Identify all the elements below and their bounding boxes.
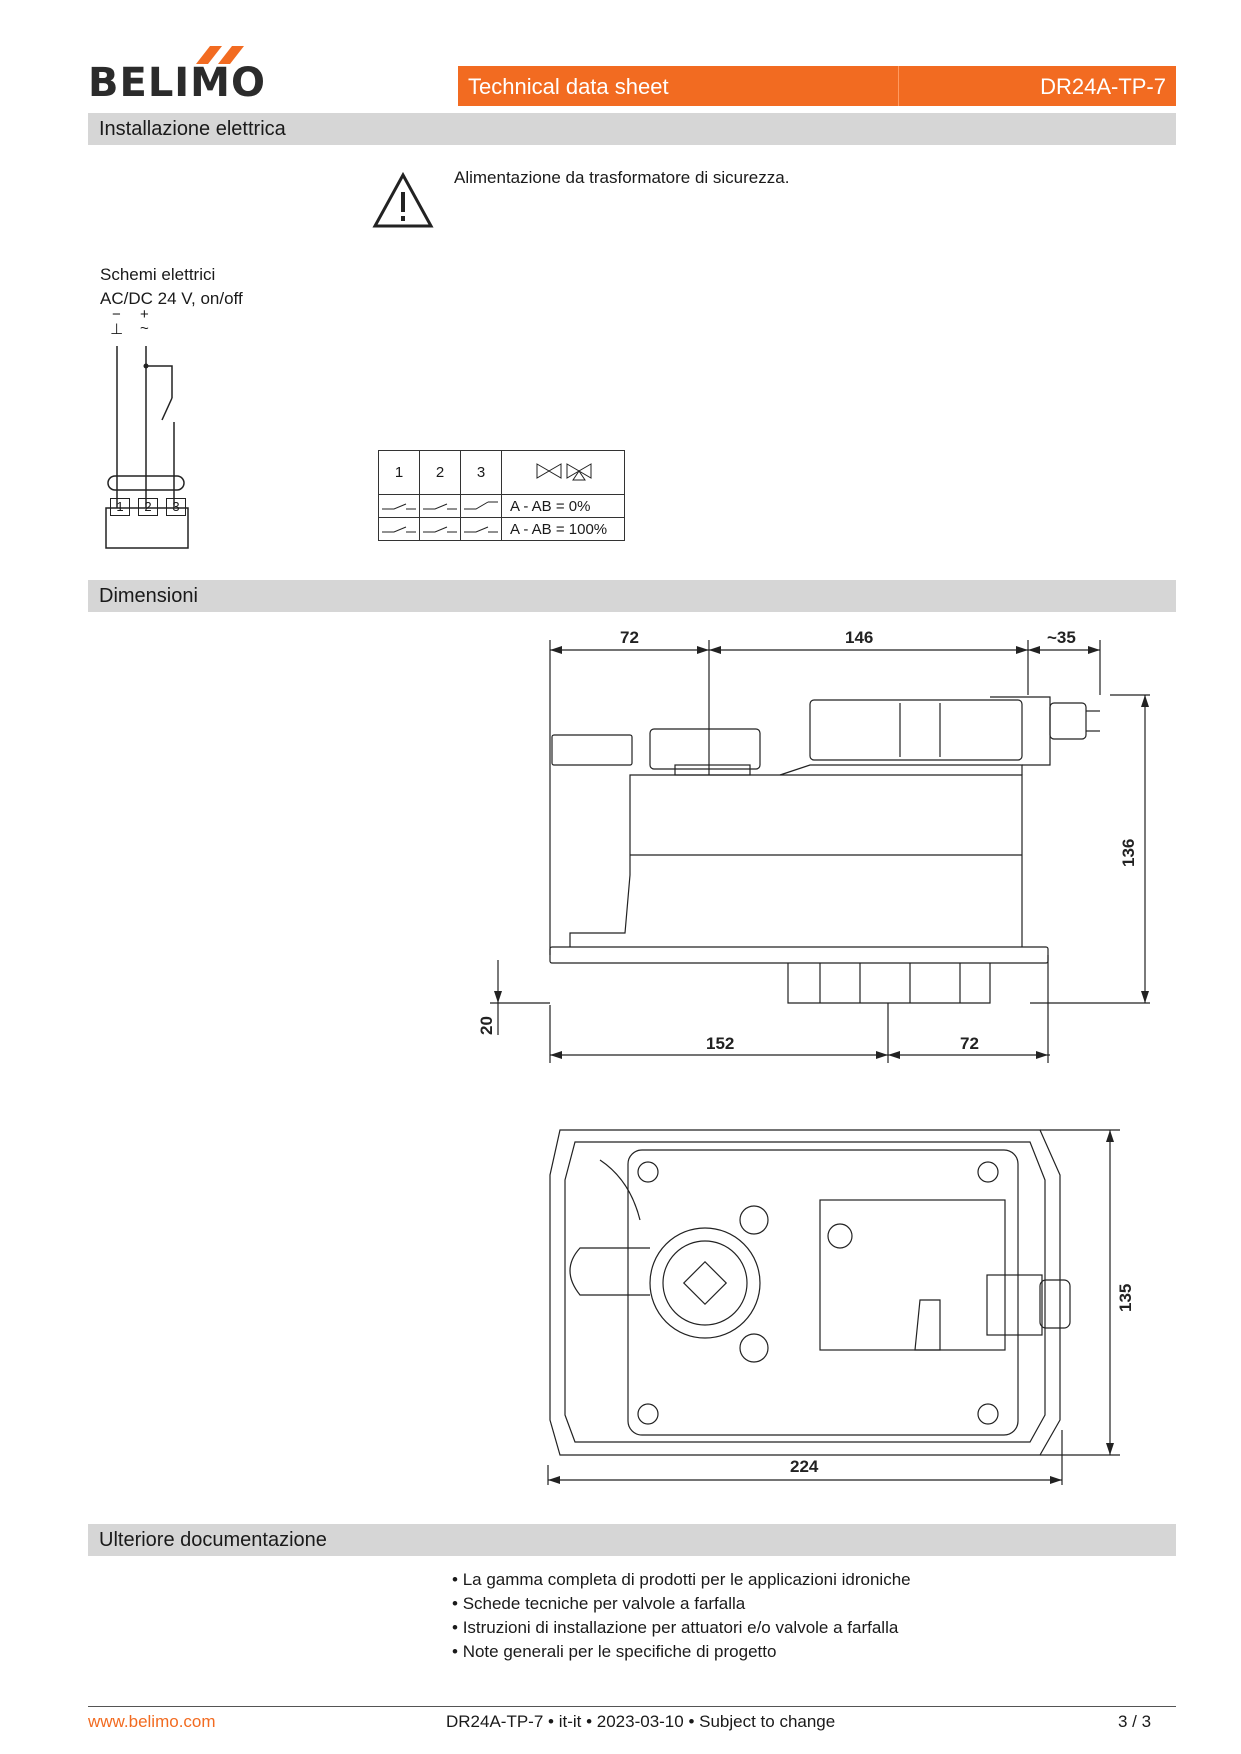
table-row: A - AB = 0% bbox=[378, 494, 625, 518]
terminal-2: 2 bbox=[138, 498, 158, 516]
model-number: DR24A-TP-7 bbox=[1040, 74, 1166, 99]
terminal-block: 1 2 3 bbox=[110, 498, 186, 516]
page-number: 3 / 3 bbox=[1118, 1712, 1152, 1731]
table-cell: A - AB = 100% bbox=[501, 517, 625, 541]
warning-text: Alimentazione da trasformatore di sicure… bbox=[454, 168, 790, 187]
document-title: Technical data sheet bbox=[468, 74, 669, 99]
title-separator bbox=[898, 66, 899, 106]
website-link[interactable]: www.belimo.com bbox=[88, 1712, 216, 1731]
list-item: La gamma completa di prodotti per le app… bbox=[452, 1568, 911, 1592]
switch-open-icon bbox=[378, 494, 420, 518]
terminal-minus: − bbox=[112, 306, 121, 323]
table-row: A - AB = 100% bbox=[378, 517, 625, 541]
footer-divider bbox=[88, 1706, 1176, 1707]
switch-open-icon bbox=[419, 494, 461, 518]
section-title: Dimensioni bbox=[99, 585, 198, 607]
table-cell: A - AB = 0% bbox=[501, 494, 625, 518]
footer-doc-info: DR24A-TP-7 • it-it • 2023-03-10 • Subjec… bbox=[446, 1712, 836, 1731]
table-header: 1 bbox=[378, 450, 420, 495]
terminal-1: 1 bbox=[110, 498, 130, 516]
dim-label: 224 bbox=[790, 1457, 819, 1476]
documentation-list: La gamma completa di prodotti per le app… bbox=[452, 1568, 911, 1664]
logo bbox=[88, 46, 248, 110]
side-view-drawing: 72 146 ~35 136 20 152 72 bbox=[477, 628, 1150, 1063]
switching-table: 1 2 3 A - AB = 0% A - AB = 100% bbox=[378, 450, 625, 541]
valve-symbol-icon bbox=[501, 450, 625, 495]
logo-text: BELIMO bbox=[88, 60, 266, 106]
list-item: Istruzioni di installazione per attuator… bbox=[452, 1616, 911, 1640]
logo-mark-icon bbox=[196, 46, 244, 64]
switch-open-icon bbox=[460, 517, 502, 541]
terminal-ground: ⊥ bbox=[110, 321, 124, 338]
dim-label: 146 bbox=[845, 628, 873, 647]
dim-label: 72 bbox=[620, 628, 639, 647]
terminal-tilde: ~ bbox=[140, 320, 149, 337]
title-bar: Technical data sheet DR24A-TP-7 bbox=[458, 66, 1176, 106]
wiring-title: Schemi elettrici bbox=[100, 265, 216, 284]
terminal-3: 3 bbox=[166, 498, 186, 516]
dim-label: 136 bbox=[1119, 839, 1138, 867]
warning-icon bbox=[372, 172, 434, 228]
section-title: Installazione elettrica bbox=[99, 118, 286, 140]
wiring-subtitle: AC/DC 24 V, on/off bbox=[100, 289, 243, 308]
switch-open-icon bbox=[378, 517, 420, 541]
switch-open-icon bbox=[419, 517, 461, 541]
dim-label: 72 bbox=[960, 1034, 979, 1053]
list-item: Note generali per le specifiche di proge… bbox=[452, 1640, 911, 1664]
terminal-plus: + bbox=[140, 306, 149, 323]
wiring-diagram: − ⊥ + ~ 1 2 3 bbox=[100, 306, 200, 549]
dim-label: 135 bbox=[1116, 1284, 1135, 1312]
table-header: 2 bbox=[419, 450, 461, 495]
top-view-drawing: 135 224 bbox=[547, 1129, 1135, 1485]
dim-label: 152 bbox=[706, 1034, 734, 1053]
section-dimensions: Dimensioni bbox=[88, 580, 1176, 612]
dim-label: ~35 bbox=[1047, 628, 1076, 647]
section-installation: Installazione elettrica bbox=[88, 113, 1176, 145]
dim-label: 20 bbox=[477, 1016, 496, 1035]
list-item: Schede tecniche per valvole a farfalla bbox=[452, 1592, 911, 1616]
section-title: Ulteriore documentazione bbox=[99, 1529, 327, 1551]
table-header: 3 bbox=[460, 450, 502, 495]
section-documentation: Ulteriore documentazione bbox=[88, 1524, 1176, 1556]
wiring-lines bbox=[105, 346, 189, 549]
switch-closed-icon bbox=[460, 494, 502, 518]
